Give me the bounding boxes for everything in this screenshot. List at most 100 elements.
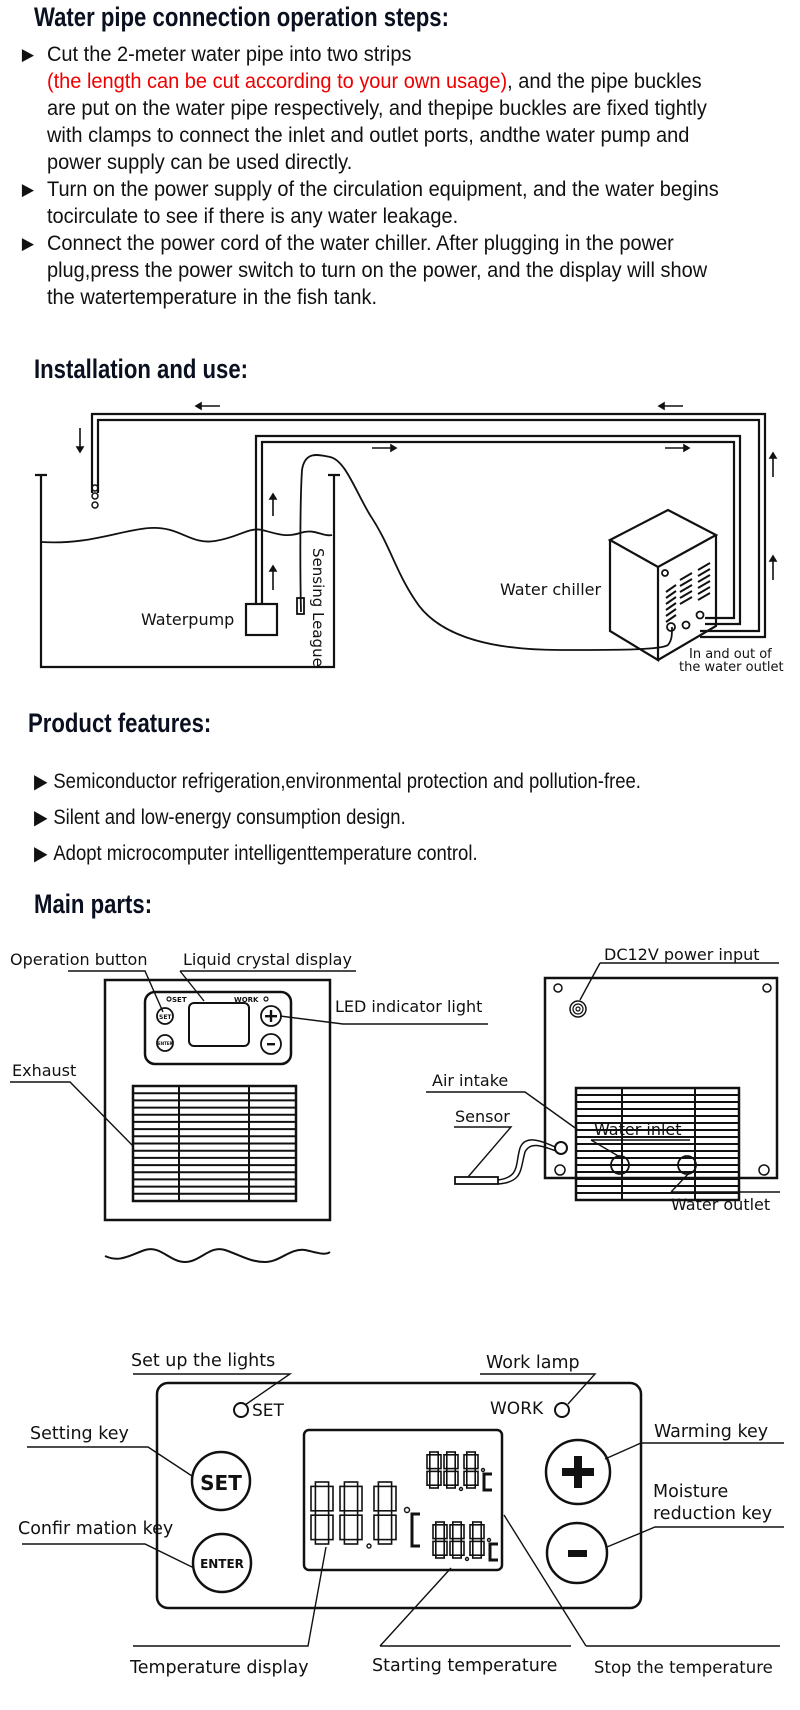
leader-temp-display (133, 1546, 327, 1647)
chiller-top (607, 508, 719, 569)
set-key-label[interactable]: SET (200, 1471, 242, 1495)
supply-pipe-outer (254, 434, 742, 626)
leader-stop-temp (503, 1514, 780, 1647)
sensor-port (666, 622, 676, 632)
seven-seg-digit (426, 1451, 442, 1489)
label-sensor: Sensor (455, 1107, 510, 1126)
label-confirm-key: Confir mation key (18, 1519, 173, 1539)
step-text: Turn on the power supply of the circulat… (46, 177, 719, 228)
leader-set-lights (133, 1373, 293, 1406)
decimal-dot (403, 1506, 411, 1514)
step-item: ▶ Turn on the power supply of the circul… (20, 176, 736, 230)
label-water-outlet: Water outlet (671, 1195, 770, 1214)
set-key (190, 1450, 252, 1512)
lcd-display-frame (302, 1428, 504, 1572)
step-note-red: (the length can be cut according to your… (46, 69, 508, 93)
arrow-down-icon (75, 428, 85, 454)
sensing-league-label: Sensing League (309, 548, 327, 667)
celsius-icon (488, 1542, 498, 1562)
inout-label-2: the water outlet (679, 660, 784, 675)
label-setting-key: Setting key (30, 1424, 129, 1444)
installation-heading: Installation and use: (34, 354, 249, 384)
installation-diagram: Waterpump Sensing League Water chiller I… (35, 401, 784, 675)
label-dc-input: DC12V power input (604, 945, 760, 964)
seven-seg-digit (463, 1451, 479, 1489)
seven-seg-digit (432, 1521, 448, 1559)
bullet-triangle-icon: ▶ (21, 234, 35, 253)
fish-tank (35, 473, 340, 669)
leader-start-temp (379, 1567, 571, 1647)
moisture-reduction-key (545, 1521, 609, 1585)
pipe-steps-list: ▶ Cut the 2-meter water pipe into two st… (20, 41, 736, 311)
feature-text: Semiconductor refrigeration,environmenta… (53, 770, 641, 793)
minus-icon (568, 1550, 587, 1557)
label-temp-display: Temperature display (129, 1658, 309, 1678)
water-outlet-port (677, 1155, 697, 1175)
leader-work-lamp (480, 1373, 597, 1405)
return-pipe-inner (96, 418, 761, 633)
bullet-triangle-icon: ▶ (34, 771, 48, 793)
features-heading: Product features: (28, 708, 212, 738)
lcd-small (188, 1002, 250, 1047)
feature-text: Silent and low-energy consumption design… (53, 806, 406, 829)
arrow-up-icon (268, 492, 278, 516)
chiller-left (608, 540, 660, 662)
label-exhaust: Exhaust (12, 1061, 76, 1080)
arrow-right-icon (665, 443, 691, 453)
label-stop-temp: Stop the temperature (594, 1658, 773, 1677)
label-led: LED indicator light (335, 997, 482, 1016)
minus-icon (267, 1043, 275, 1046)
leader-water-inlet (590, 1139, 690, 1158)
decimal-dot (486, 1537, 492, 1543)
waterpump-label: Waterpump (141, 610, 234, 629)
sensor-probe (454, 1176, 499, 1185)
water-inlet-port (610, 1155, 630, 1175)
leader-confirm-key (22, 1543, 195, 1569)
bullet-triangle-icon: ▶ (34, 807, 48, 829)
leader-operation-button (68, 970, 164, 1013)
enter-button-small (156, 1034, 174, 1052)
step-text: , and the pipe buckles are put on the wa… (46, 69, 707, 174)
feature-item: ▶Adopt microcomputer intelligenttemperat… (34, 836, 791, 872)
front-unit-body (103, 978, 332, 1222)
step-item: ▶ Connect the power cord of the water ch… (20, 230, 736, 311)
front-wave (104, 1248, 331, 1264)
outlet-port (681, 620, 691, 630)
control-panel-body (155, 1381, 643, 1610)
seven-seg-digit (339, 1481, 363, 1545)
leader-exhaust (10, 1081, 134, 1147)
enter-key-label[interactable]: ENTER (200, 1557, 244, 1571)
chiller-right (657, 535, 718, 661)
feature-text: Adopt microcomputer intelligenttemperatu… (53, 842, 478, 865)
set-indicator-light (233, 1402, 249, 1418)
celsius-icon (410, 1512, 420, 1548)
label-air-intake: Air intake (432, 1071, 508, 1090)
arrow-right-icon (372, 443, 398, 453)
work-indicator-light (554, 1402, 570, 1418)
label-water-inlet: Water inlet (594, 1120, 682, 1139)
leader-dc-input (579, 962, 779, 1001)
set-button-small (156, 1007, 174, 1025)
water-surface (40, 527, 333, 544)
enter-key (191, 1532, 253, 1594)
arrow-up-icon (268, 564, 278, 590)
sensor-port (554, 1141, 568, 1155)
water-drop (91, 501, 99, 509)
btn-enter-small: ENTER (158, 1041, 173, 1046)
leader-lcd (179, 970, 356, 1002)
arrow-up-icon (768, 554, 778, 580)
water-chiller-label: Water chiller (500, 580, 602, 599)
control-panel-diagram: Set up the lights Work lamp Setting key … (18, 1351, 784, 1678)
seven-seg-digit (373, 1481, 397, 1545)
features-list: ▶Semiconductor refrigeration,environment… (34, 764, 791, 872)
warming-key (544, 1438, 612, 1506)
inlet-port (695, 610, 705, 620)
main-parts-diagram: Operation button Liquid crystal display … (10, 945, 780, 1264)
decimal-dot (458, 1486, 464, 1492)
arrow-left-icon (194, 401, 220, 411)
minus-button-small (260, 1033, 282, 1055)
water-drop (91, 492, 99, 500)
supply-pipe-inner (260, 440, 736, 620)
water-pump (244, 602, 279, 637)
bullet-triangle-icon: ▶ (21, 45, 35, 64)
